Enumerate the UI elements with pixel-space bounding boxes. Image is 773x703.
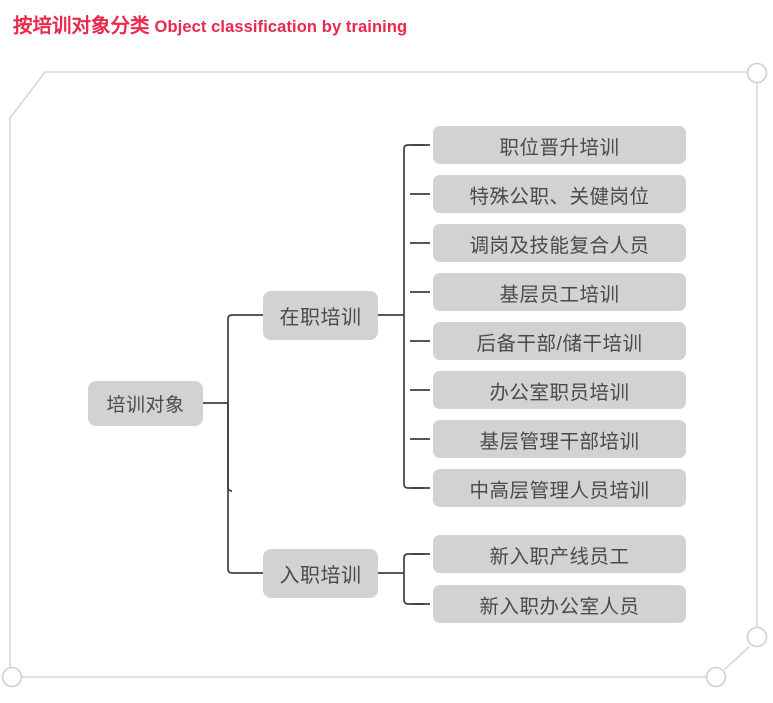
- tree-leaf-junior-management[interactable]: 基层管理干部培训: [433, 420, 686, 458]
- frame-circle-top-right: [746, 62, 768, 84]
- tree-leaf-office-staff[interactable]: 办公室职员培训: [433, 371, 686, 409]
- tree-leaf-senior-management[interactable]: 中高层管理人员培训: [433, 469, 686, 507]
- page-title-cn: 按培训对象分类: [13, 15, 150, 37]
- connector-branch1-bracket: [403, 144, 424, 489]
- tree-node-branch-on-job[interactable]: 在职培训: [263, 291, 378, 340]
- connector-level1-bracket: [227, 314, 252, 492]
- tree-leaf-rotation-multiskill[interactable]: 调岗及技能复合人员: [433, 224, 686, 262]
- tree-leaf-promotion-training[interactable]: 职位晋升培训: [433, 126, 686, 164]
- frame-chamfer-top-left: [9, 71, 46, 119]
- frame-circle-bottom-left: [1, 666, 23, 688]
- frame-diagonal-bottom-right: [724, 646, 750, 670]
- connector-level1-bracket-lower: [227, 403, 252, 574]
- tree-leaf-special-key-positions[interactable]: 特殊公职、关健岗位: [433, 175, 686, 213]
- tree-leaf-new-office-staff[interactable]: 新入职办公室人员: [433, 585, 686, 623]
- frame-circle-bottom-right-outer: [746, 626, 768, 648]
- tree-leaf-frontline-staff[interactable]: 基层员工培训: [433, 273, 686, 311]
- frame-circle-bottom-right-inner: [705, 666, 727, 688]
- page-title-en: Object classification by training: [154, 18, 408, 36]
- tree-node-root[interactable]: 培训对象: [88, 381, 203, 426]
- tree-node-branch-onboarding[interactable]: 入职培训: [263, 549, 378, 598]
- tree-leaf-reserve-cadre[interactable]: 后备干部/储干培训: [433, 322, 686, 360]
- connector-branch2-bracket: [403, 553, 424, 605]
- tree-leaf-new-production-line[interactable]: 新入职产线员工: [433, 535, 686, 573]
